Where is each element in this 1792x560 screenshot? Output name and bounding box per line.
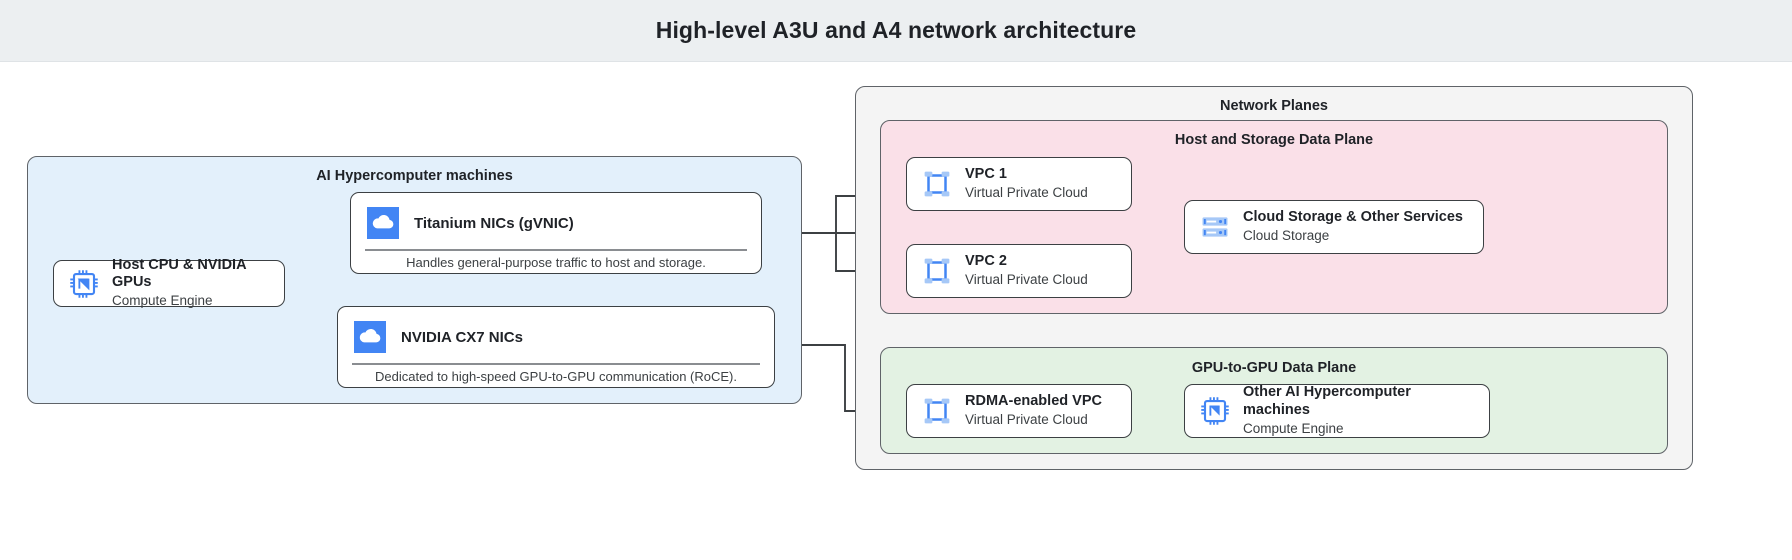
vpc-icon bbox=[924, 171, 950, 197]
panel-divider bbox=[352, 363, 760, 366]
panel-title: NVIDIA CX7 NICs bbox=[401, 328, 523, 346]
panel-titanium-nics[interactable]: Titanium NICs (gVNIC) Handles general-pu… bbox=[350, 192, 762, 274]
page-title: High-level A3U and A4 network architectu… bbox=[655, 17, 1137, 43]
panel-header: Titanium NICs (gVNIC) bbox=[351, 193, 761, 249]
node-title: Host CPU & NVIDIA GPUs bbox=[112, 256, 246, 291]
panel-header: NVIDIA CX7 NICs bbox=[338, 307, 774, 363]
panel-divider bbox=[365, 249, 747, 252]
node-rdma-enabled-vpc[interactable]: RDMA-enabled VPC Virtual Private Cloud bbox=[906, 384, 1132, 438]
node-subtitle: Virtual Private Cloud bbox=[965, 412, 1088, 428]
node-subtitle: Compute Engine bbox=[112, 293, 213, 309]
node-title: VPC 2 bbox=[965, 252, 1007, 269]
node-title: Other AI Hypercomputer machines bbox=[1243, 384, 1411, 418]
node-title: Cloud Storage & Other Services bbox=[1243, 208, 1463, 225]
node-subtitle: Virtual Private Cloud bbox=[965, 185, 1088, 201]
node-title: RDMA-enabled VPC bbox=[965, 392, 1102, 409]
cpu-chip-icon bbox=[1201, 397, 1229, 425]
node-subtitle: Compute Engine bbox=[1243, 420, 1344, 436]
panel-title: Titanium NICs (gVNIC) bbox=[414, 214, 574, 232]
panel-nvidia-cx7-nics[interactable]: NVIDIA CX7 NICs Dedicated to high-speed … bbox=[337, 306, 775, 388]
node-title: VPC 1 bbox=[965, 165, 1007, 182]
node-vpc-2[interactable]: VPC 2 Virtual Private Cloud bbox=[906, 244, 1132, 298]
vpc-icon bbox=[924, 398, 950, 424]
node-other-ai-hypercomputer-machines[interactable]: Other AI Hypercomputer machines Compute … bbox=[1184, 384, 1490, 438]
node-host-cpu-gpus[interactable]: Host CPU & NVIDIA GPUs Compute Engine bbox=[53, 256, 285, 309]
group-title-host-data-plane: Host and Storage Data Plane bbox=[1174, 132, 1374, 148]
node-subtitle: Virtual Private Cloud bbox=[965, 272, 1088, 288]
cloud-storage-icon bbox=[1202, 217, 1228, 237]
panel-caption: Handles general-purpose traffic to host … bbox=[406, 254, 706, 270]
cloud-icon bbox=[367, 207, 399, 239]
vpc-icon bbox=[924, 258, 950, 284]
group-title-network-planes: Network Planes bbox=[1220, 98, 1328, 114]
panel-caption: Dedicated to high-speed GPU-to-GPU commu… bbox=[375, 368, 737, 384]
group-title-gpu-data-plane: GPU-to-GPU Data Plane bbox=[1191, 360, 1357, 376]
cpu-chip-icon bbox=[70, 269, 98, 298]
node-cloud-storage[interactable]: Cloud Storage & Other Services Cloud Sto… bbox=[1184, 200, 1484, 254]
cloud-icon bbox=[354, 321, 386, 353]
node-subtitle: Cloud Storage bbox=[1243, 228, 1330, 244]
page-header: High-level A3U and A4 network architectu… bbox=[0, 0, 1792, 62]
node-vpc-1[interactable]: VPC 1 Virtual Private Cloud bbox=[906, 157, 1132, 211]
group-title-machines: AI Hypercomputer machines bbox=[316, 168, 513, 184]
